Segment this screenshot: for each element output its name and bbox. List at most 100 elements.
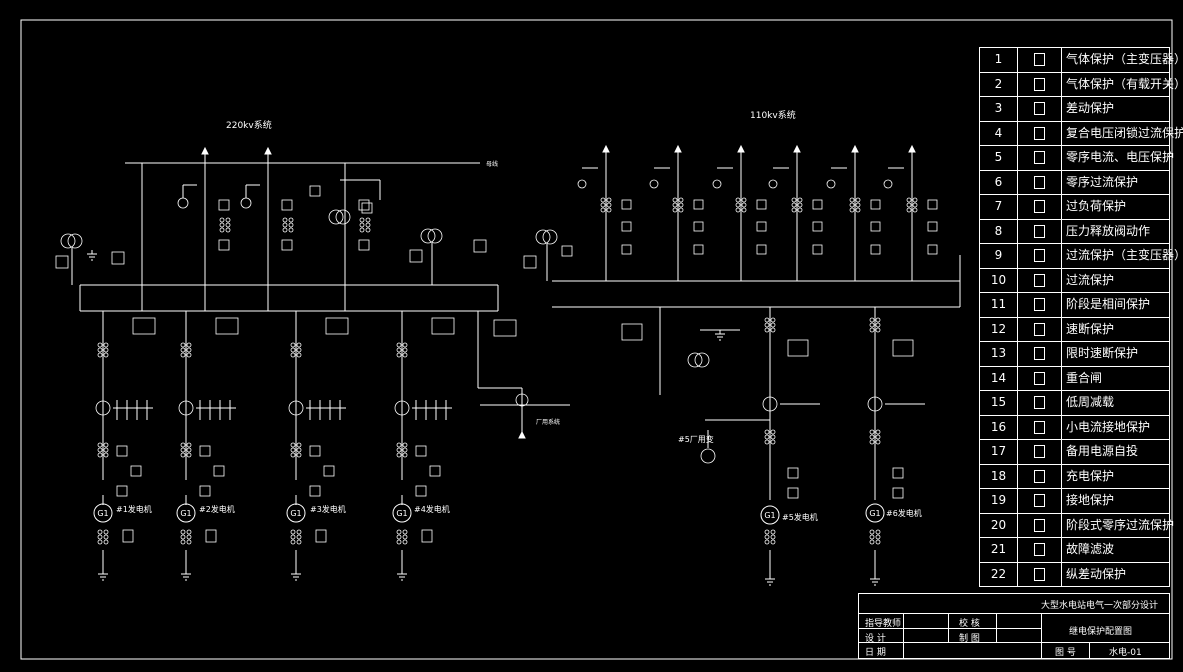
ct-coil — [849, 197, 855, 203]
relay-box — [309, 485, 321, 497]
label-plant-power: 厂用系统 — [536, 419, 561, 426]
relay-box — [787, 487, 799, 499]
relay-box — [927, 221, 938, 232]
ct-coil — [678, 207, 684, 213]
ct-coil — [186, 534, 192, 540]
ct-coil — [600, 197, 606, 203]
ct-coil — [296, 539, 302, 545]
ct-coil — [97, 342, 103, 348]
transformer-winding — [420, 228, 436, 244]
relay-box — [421, 529, 433, 543]
ct-coil — [186, 539, 192, 545]
relay-box — [693, 199, 704, 210]
legend-text: 零序过流保护 — [1066, 174, 1139, 189]
ct-coil — [296, 352, 302, 358]
arrow-head — [602, 144, 610, 153]
arrow-head — [518, 430, 526, 439]
small-ct — [577, 179, 587, 189]
ct-coil — [290, 447, 296, 453]
relay-box — [621, 199, 632, 210]
ct-coil — [396, 539, 402, 545]
transformer-winding — [687, 352, 703, 368]
ct-coil — [764, 317, 770, 323]
legend-text: 阶段式零序过流保护 — [1066, 517, 1175, 532]
ct-coil — [186, 342, 192, 348]
ct-coil — [219, 217, 225, 223]
ct-coil — [741, 197, 747, 203]
ct-coil — [402, 352, 408, 358]
legend-text: 重合闸 — [1066, 370, 1103, 385]
ct-coil — [770, 322, 776, 328]
ct-coil — [296, 534, 302, 540]
relay-symbol-icon — [1034, 469, 1045, 483]
relay-box — [281, 239, 293, 251]
ct-coil — [97, 347, 103, 353]
ct-coil — [770, 439, 776, 445]
ct-coil — [290, 352, 296, 358]
ct-coil — [396, 447, 402, 453]
generator-symbol: G1 — [396, 509, 407, 518]
transformer-winding — [335, 209, 351, 225]
relay-box — [218, 239, 230, 251]
transformer-winding — [535, 229, 551, 245]
ct-coil — [606, 197, 612, 203]
relay-box — [561, 245, 573, 257]
legend-symbol — [1018, 268, 1062, 292]
ct-coil — [770, 434, 776, 440]
legend-text: 速断保护 — [1066, 321, 1115, 336]
ct-coil — [396, 342, 402, 348]
generator-circle — [93, 503, 113, 523]
date-label: 日 期 — [865, 648, 886, 658]
title-block: 大型水电站电气一次部分设计 指导教师 设 计 日 期 校 核 制 图 继电保护配… — [858, 593, 1170, 659]
legend-symbol — [1018, 244, 1062, 268]
arrow-head — [851, 144, 859, 153]
relay-symbol-icon — [1034, 126, 1045, 140]
generator-circle — [392, 503, 412, 523]
ct-coil — [396, 347, 402, 353]
ct-coil — [869, 434, 875, 440]
label-bus: 母线 — [486, 161, 499, 168]
ct-coil — [290, 342, 296, 348]
relay-box — [870, 199, 881, 210]
ct-coil — [741, 207, 747, 213]
legend-symbol — [1018, 48, 1062, 72]
ct-coil — [103, 352, 109, 358]
ct-coil — [225, 227, 231, 233]
ct-coil — [764, 539, 770, 545]
ct-coil — [359, 227, 365, 233]
relay-box — [892, 339, 914, 357]
relay-symbol-icon — [1034, 445, 1045, 458]
drawing-title: 继电保护配置图 — [1069, 627, 1133, 637]
ct-coil — [402, 342, 408, 348]
transformer-winding — [542, 229, 558, 245]
advisor-label: 指导教师 — [865, 619, 902, 629]
small-ct — [649, 179, 659, 189]
ct-coil — [396, 352, 402, 358]
relay-box — [325, 317, 349, 335]
ct-coil — [797, 207, 803, 213]
arrow-head — [908, 144, 916, 153]
ct-coil — [180, 347, 186, 353]
generator-symbol: G1 — [97, 509, 108, 518]
legend-symbol — [1018, 415, 1062, 439]
ct-coil — [180, 447, 186, 453]
ct-coil — [180, 342, 186, 348]
ct-coil — [791, 207, 797, 213]
ct-coil — [912, 197, 918, 203]
legend-text: 过流保护（主变压器） — [1066, 248, 1183, 262]
legend-number: 5 — [980, 146, 1018, 170]
ct-coil — [606, 207, 612, 213]
relay-symbol-icon — [1034, 175, 1045, 189]
legend-text: 小电流接地保护 — [1066, 419, 1151, 434]
legend-text: 零序电流、电压保护 — [1066, 150, 1175, 164]
ct-coil — [875, 322, 881, 328]
transformer-winding — [328, 209, 344, 225]
ct-coil — [764, 439, 770, 445]
ct-coil — [97, 452, 103, 458]
ct-coil — [225, 217, 231, 223]
